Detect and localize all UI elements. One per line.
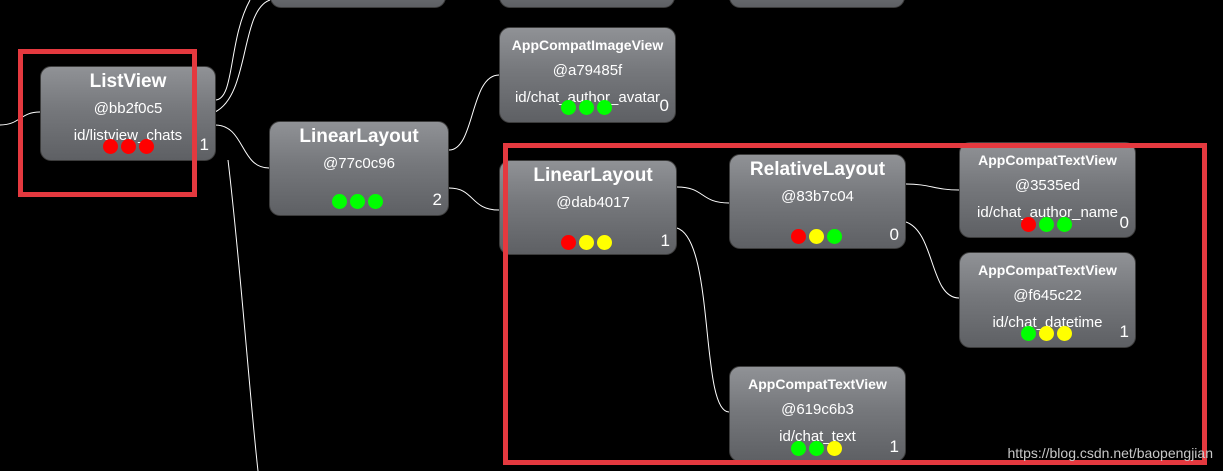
connector-relative-datetime [905, 221, 960, 299]
connector-listview-up-2 [214, 0, 271, 113]
status-dot [597, 235, 612, 250]
node-hash: @83b7c04 [781, 188, 854, 205]
node-index: 0 [889, 225, 899, 244]
node-resource-id: id/chat_text [779, 428, 856, 445]
status-dot [827, 229, 842, 244]
node-hash: @f645c22 [1013, 287, 1082, 304]
connector-inner-relative [676, 186, 730, 204]
node-class-name: ListView [89, 71, 167, 92]
node-appcompattextview-f645c22[interactable]: AppCompatTextView @f645c22 id/chat_datet… [959, 252, 1136, 348]
node-class-name: AppCompatTextView [978, 262, 1117, 278]
node-appcompattextview-619c6b3[interactable]: AppCompatTextView @619c6b3 id/chat_text … [729, 366, 906, 462]
status-dots [332, 194, 383, 209]
node-hash: @a79485f [552, 62, 623, 79]
status-dots [791, 441, 842, 456]
node-index: 1 [1119, 322, 1129, 341]
status-dots [1021, 326, 1072, 341]
node-hash: @619c6b3 [781, 401, 854, 418]
partial-node-top-2[interactable] [499, 0, 675, 8]
status-dot [827, 441, 842, 456]
status-dot [791, 229, 806, 244]
node-class-name: AppCompatTextView [748, 376, 887, 392]
connector-listview-up-1 [214, 0, 251, 101]
node-class-name: LinearLayout [533, 165, 653, 186]
partial-node-top-1[interactable] [270, 0, 446, 8]
status-dot [1057, 217, 1072, 232]
node-relativelayout-83b7c04[interactable]: RelativeLayout @83b7c04 0 [729, 154, 906, 249]
status-dot [139, 139, 154, 154]
node-hash: @77c0c96 [323, 155, 395, 172]
node-class-name: AppCompatImageView [511, 37, 664, 53]
status-dot [579, 100, 594, 115]
node-index: 0 [1119, 213, 1129, 232]
connector-linearlayout-avatar [448, 74, 500, 151]
status-dot [121, 139, 136, 154]
status-dot [597, 100, 612, 115]
node-index: 1 [889, 437, 899, 456]
status-dot [809, 441, 824, 456]
node-hash: @bb2f0c5 [93, 100, 163, 117]
status-dot [1039, 326, 1054, 341]
status-dots [561, 235, 612, 250]
node-index: 1 [199, 135, 209, 154]
watermark-url: https://blog.csdn.net/baopengjian [1007, 445, 1214, 461]
status-dots [1021, 217, 1072, 232]
status-dots [103, 139, 154, 154]
node-index: 1 [660, 231, 670, 250]
status-dot [809, 229, 824, 244]
node-linearlayout-dab4017[interactable]: LinearLayout @dab4017 1 [499, 160, 677, 255]
node-appcompattextview-3535ed[interactable]: AppCompatTextView @3535ed id/chat_author… [959, 142, 1136, 238]
highlight-frame-subtree [503, 143, 1207, 465]
status-dots [561, 100, 612, 115]
status-dot [1021, 217, 1036, 232]
node-resource-id: id/chat_datetime [992, 314, 1103, 331]
status-dot [1039, 217, 1054, 232]
highlight-frame-listview [18, 49, 197, 197]
node-class-name: RelativeLayout [749, 159, 886, 180]
status-dot [1057, 326, 1072, 341]
node-listview[interactable]: ListView @bb2f0c5 id/listview_chats 1 [40, 66, 216, 161]
connector-listview-linearlayout [214, 124, 270, 169]
node-class-name: AppCompatTextView [978, 152, 1117, 168]
connector-linearlayout-inner [448, 187, 500, 211]
status-dot [561, 100, 576, 115]
status-dot [103, 139, 118, 154]
status-dot [1021, 326, 1036, 341]
connector-inner-text [676, 227, 730, 413]
node-index: 2 [432, 190, 442, 209]
node-hash: @3535ed [1014, 177, 1081, 194]
status-dots [791, 229, 842, 244]
status-dot [368, 194, 383, 209]
status-dot [332, 194, 347, 209]
node-resource-id: id/listview_chats [73, 127, 183, 144]
node-linearlayout-77c0c96[interactable]: LinearLayout @77c0c96 2 [269, 121, 449, 216]
node-appcompatimageview-a79485f[interactable]: AppCompatImageView @a79485f id/chat_auth… [499, 27, 676, 123]
node-hash: @dab4017 [556, 194, 630, 211]
connector-relative-authorname [905, 183, 960, 191]
connector-offscreen-down [227, 159, 259, 471]
node-index: 0 [659, 96, 669, 115]
node-resource-id: id/chat_author_avatar [514, 89, 661, 106]
node-class-name: LinearLayout [299, 126, 419, 147]
status-dot [579, 235, 594, 250]
node-resource-id: id/chat_author_name [977, 204, 1118, 221]
status-dot [350, 194, 365, 209]
status-dot [561, 235, 576, 250]
status-dot [791, 441, 806, 456]
partial-node-top-3[interactable] [729, 0, 905, 8]
